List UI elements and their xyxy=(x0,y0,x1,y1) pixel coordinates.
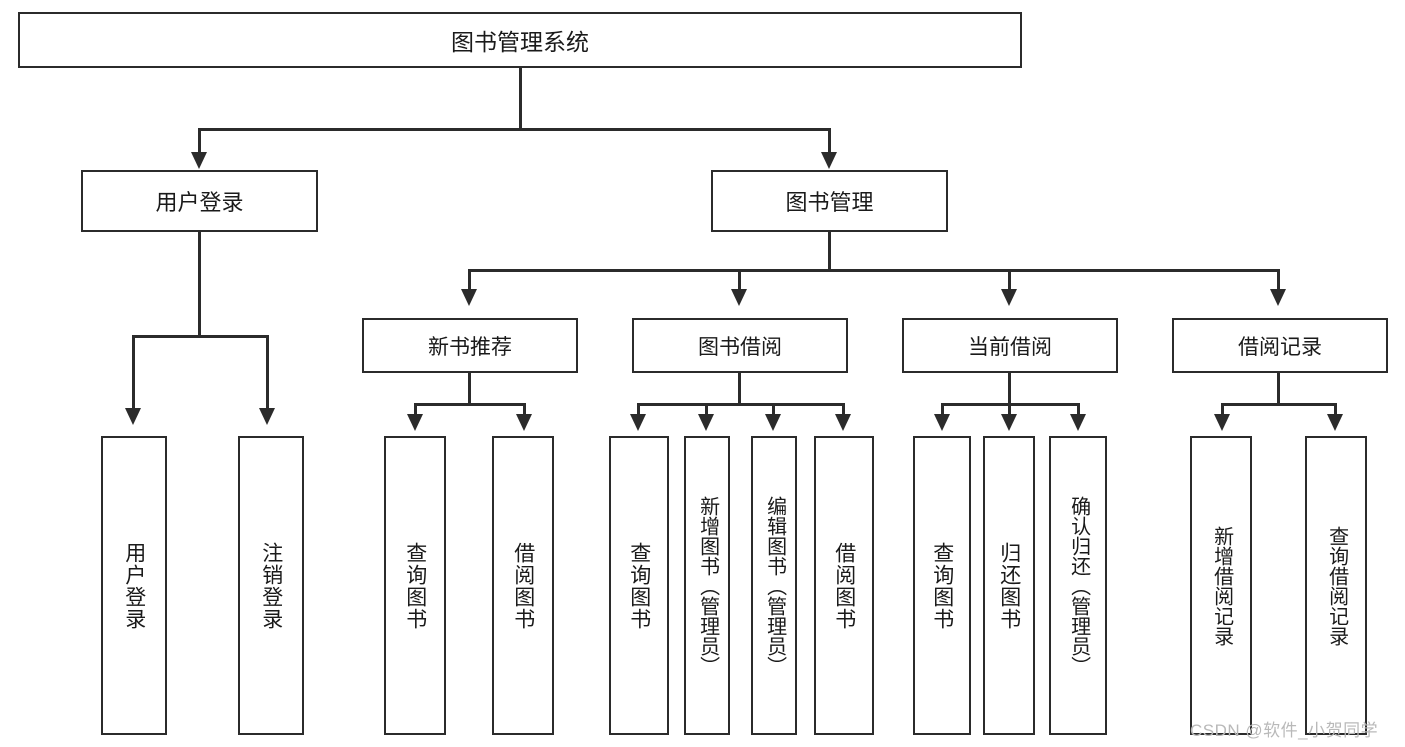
connector-book-management-bus xyxy=(468,269,1280,272)
node-label: 图书管理 xyxy=(785,190,874,215)
arrow-bm-to-new-book xyxy=(461,289,477,306)
connector-br-to-add xyxy=(1221,403,1224,417)
connector-cb-to-query xyxy=(941,403,944,417)
arrow-br-to-query xyxy=(1327,414,1343,431)
connector-br-stem xyxy=(1277,373,1280,405)
leaf-confirm-return-admin[interactable]: 确认归还（管理员） xyxy=(1049,436,1107,735)
leaf-edit-book-admin[interactable]: 编辑图书（管理员） xyxy=(751,436,797,735)
connector-bb-to-edit xyxy=(772,403,775,417)
connector-ul-to-logout-leaf xyxy=(266,335,269,410)
leaf-label: 归还图书 xyxy=(997,541,1021,630)
connector-bb-to-query xyxy=(637,403,640,417)
leaf-label: 查询图书 xyxy=(627,541,651,630)
connector-root-to-user-login xyxy=(198,128,201,155)
connector-bm-to-records xyxy=(1277,269,1280,291)
connector-nbr-bus xyxy=(414,403,526,406)
connector-bb-stem xyxy=(738,373,741,405)
arrow-br-to-add xyxy=(1214,414,1230,431)
leaf-label: 查询图书 xyxy=(930,541,954,630)
node-current-borrow[interactable]: 当前借阅 xyxy=(902,318,1118,373)
leaf-label: 查询借阅记录 xyxy=(1325,525,1348,646)
node-label: 当前借阅 xyxy=(968,335,1052,359)
node-root-book-management-system[interactable]: 图书管理系统 xyxy=(18,12,1022,68)
arrow-ul-to-logout-leaf xyxy=(259,408,275,425)
connector-book-management-stem xyxy=(828,232,831,272)
connector-br-to-query xyxy=(1334,403,1337,417)
leaf-borrow-book[interactable]: 借阅图书 xyxy=(814,436,874,735)
leaf-return-book[interactable]: 归还图书 xyxy=(983,436,1035,735)
connector-user-login-bus xyxy=(132,335,269,338)
node-label: 图书借阅 xyxy=(698,335,782,359)
connector-bm-to-borrow xyxy=(738,269,741,291)
node-book-management[interactable]: 图书管理 xyxy=(711,170,948,232)
leaf-label: 编辑图书（管理员） xyxy=(763,495,786,676)
node-user-login[interactable]: 用户登录 xyxy=(81,170,318,232)
node-label: 用户登录 xyxy=(155,190,244,215)
connector-nbr-stem xyxy=(468,373,471,405)
leaf-label: 借阅图书 xyxy=(832,541,856,630)
leaf-user-login[interactable]: 用户登录 xyxy=(101,436,167,735)
arrow-bm-to-records xyxy=(1270,289,1286,306)
leaf-label: 新增借阅记录 xyxy=(1210,525,1233,646)
connector-bb-bus xyxy=(637,403,845,406)
connector-root-stem xyxy=(519,68,522,130)
arrow-ul-to-user-login-leaf xyxy=(125,408,141,425)
arrow-cb-to-query xyxy=(934,414,950,431)
connector-root-bus xyxy=(198,128,831,131)
csdn-watermark: CSDN @软件_小贺同学 xyxy=(1190,721,1379,740)
leaf-label: 新增图书（管理员） xyxy=(696,495,719,676)
connector-user-login-stem xyxy=(198,232,201,338)
connector-cb-stem xyxy=(1008,373,1011,405)
connector-cb-to-return xyxy=(1008,403,1011,417)
arrow-bb-to-edit xyxy=(765,414,781,431)
connector-bb-to-borrowbook xyxy=(842,403,845,417)
leaf-add-book-admin[interactable]: 新增图书（管理员） xyxy=(684,436,730,735)
connector-bm-to-new-book xyxy=(468,269,471,291)
arrow-nbr-to-borrow xyxy=(516,414,532,431)
arrow-bm-to-current xyxy=(1001,289,1017,306)
node-label: 借阅记录 xyxy=(1238,335,1322,359)
leaf-query-borrow-record[interactable]: 查询借阅记录 xyxy=(1305,436,1367,735)
connector-cb-to-confirm xyxy=(1077,403,1080,417)
leaf-label: 借阅图书 xyxy=(511,541,535,630)
connector-nbr-to-borrow xyxy=(523,403,526,417)
arrow-root-to-book-management xyxy=(821,152,837,169)
arrow-bb-to-borrowbook xyxy=(835,414,851,431)
node-label: 新书推荐 xyxy=(428,335,512,359)
leaf-label: 确认归还（管理员） xyxy=(1067,495,1090,676)
leaf-query-book-current[interactable]: 查询图书 xyxy=(913,436,971,735)
connector-ul-to-user-login-leaf xyxy=(132,335,135,410)
arrow-root-to-user-login xyxy=(191,152,207,169)
connector-br-bus xyxy=(1221,403,1337,406)
node-label: 图书管理系统 xyxy=(451,29,589,55)
leaf-borrow-book-recommend[interactable]: 借阅图书 xyxy=(492,436,554,735)
leaf-label: 注销登录 xyxy=(259,541,283,630)
leaf-label: 用户登录 xyxy=(122,541,146,630)
leaf-query-book-recommend[interactable]: 查询图书 xyxy=(384,436,446,735)
node-book-borrow[interactable]: 图书借阅 xyxy=(632,318,848,373)
leaf-label: 查询图书 xyxy=(403,541,427,630)
arrow-bb-to-add xyxy=(698,414,714,431)
node-new-book-recommend[interactable]: 新书推荐 xyxy=(362,318,578,373)
arrow-nbr-to-query xyxy=(407,414,423,431)
arrow-bb-to-query xyxy=(630,414,646,431)
connector-bb-to-add xyxy=(705,403,708,417)
connector-nbr-to-query xyxy=(414,403,417,417)
node-borrow-records[interactable]: 借阅记录 xyxy=(1172,318,1388,373)
leaf-add-borrow-record[interactable]: 新增借阅记录 xyxy=(1190,436,1252,735)
connector-root-to-book-management xyxy=(828,128,831,155)
arrow-bm-to-borrow xyxy=(731,289,747,306)
arrow-cb-to-confirm xyxy=(1070,414,1086,431)
connector-bm-to-current xyxy=(1008,269,1011,291)
leaf-logout[interactable]: 注销登录 xyxy=(238,436,304,735)
arrow-cb-to-return xyxy=(1001,414,1017,431)
leaf-query-book-borrow[interactable]: 查询图书 xyxy=(609,436,669,735)
